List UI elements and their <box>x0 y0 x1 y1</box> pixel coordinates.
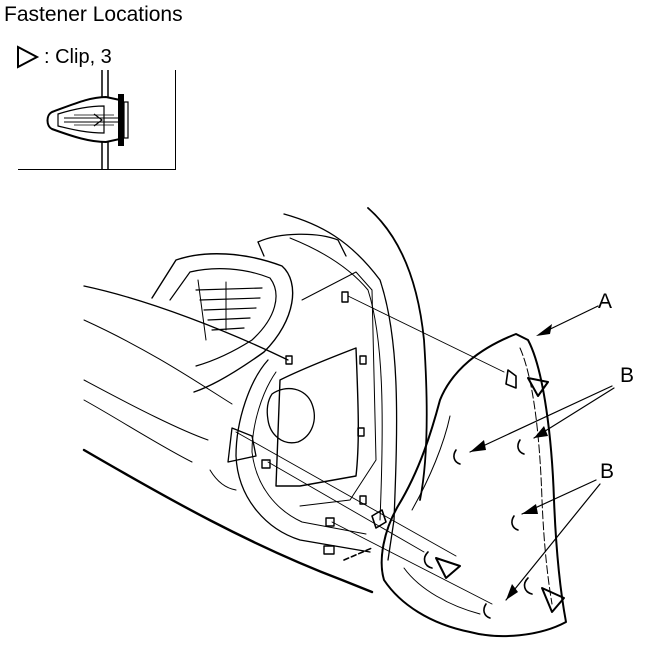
callout-b-upper: B <box>620 364 634 387</box>
legend: : Clip, 3 <box>14 44 112 70</box>
dashboard-lower-surface <box>83 399 193 463</box>
clip-marker-1 <box>527 377 549 397</box>
callout-a: A <box>598 290 612 313</box>
side-bracket <box>266 387 315 444</box>
clip-marker-2 <box>435 557 461 579</box>
housing-mount-panel <box>299 271 377 507</box>
vent-frame-top <box>257 233 347 257</box>
dashboard-mid-surface <box>83 379 209 441</box>
leader-b1-left <box>469 385 613 453</box>
housing-front-lip <box>235 359 371 553</box>
vent-housing-outer <box>151 253 294 393</box>
housing-inner <box>289 237 383 521</box>
dashboard-top-edge <box>83 285 289 361</box>
housing-front-lip-inner <box>251 371 367 535</box>
clip-marker-3 <box>541 587 565 613</box>
page-title: Fastener Locations <box>4 3 183 26</box>
door-edge <box>367 207 428 501</box>
leader-b2-right <box>505 483 601 601</box>
vent-frame-side <box>257 241 265 257</box>
triangle-clip-icon <box>17 45 40 69</box>
clip-detail-drawing <box>46 70 129 170</box>
cover-panel-inner <box>519 347 553 605</box>
dashboard-bottom-edge <box>82 448 374 594</box>
callout-b-lower: B <box>600 460 614 483</box>
clip-detail-inset <box>18 70 176 170</box>
dashboard-upper-surface <box>83 319 233 405</box>
vent-housing-inner <box>169 268 277 367</box>
center-opening <box>275 347 360 487</box>
leader-b1-right <box>533 387 615 439</box>
housing-outer <box>283 213 398 561</box>
legend-label: : Clip, 3 <box>44 45 112 68</box>
